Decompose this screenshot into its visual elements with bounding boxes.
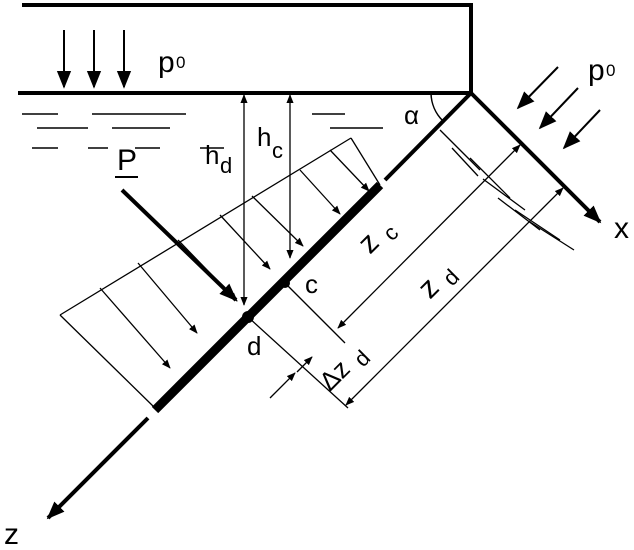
resultant-force-arrow	[120, 188, 238, 302]
label-axis-z: z	[4, 518, 19, 550]
label-p0-side-sub: 0	[606, 61, 615, 80]
label-h-d-sub: d	[220, 153, 232, 178]
label-p0-side: p	[588, 54, 605, 87]
angle-alpha-arc	[430, 92, 444, 122]
outside-hatching	[439, 129, 575, 251]
label-alpha: α	[404, 100, 419, 130]
label-point-c: c	[305, 269, 318, 299]
surface-pressure-arrows	[56, 30, 132, 89]
dimension-lines	[247, 144, 564, 409]
label-h-d: h	[205, 140, 219, 170]
label-axis-x: x	[614, 212, 629, 245]
label-point-d: d	[247, 331, 261, 361]
container-top	[18, 3, 473, 95]
label-z-d-sub: d	[438, 264, 464, 290]
x-axis	[469, 91, 602, 224]
side-pressure-arrows	[516, 66, 601, 150]
label-h-c: h	[257, 122, 271, 152]
label-resultant-force: P	[117, 144, 137, 177]
liquid-surface-dashes	[22, 113, 383, 149]
depth-arrows	[240, 94, 294, 306]
label-delta-z-d-sub: d	[349, 345, 375, 371]
label-h-c-sub: c	[272, 138, 283, 163]
label-delta-z-d: Δz	[313, 354, 356, 397]
label-p0-top-sub: 0	[176, 53, 185, 72]
label-p0-top: p	[158, 46, 175, 79]
label-z-c-sub: c	[378, 220, 403, 245]
